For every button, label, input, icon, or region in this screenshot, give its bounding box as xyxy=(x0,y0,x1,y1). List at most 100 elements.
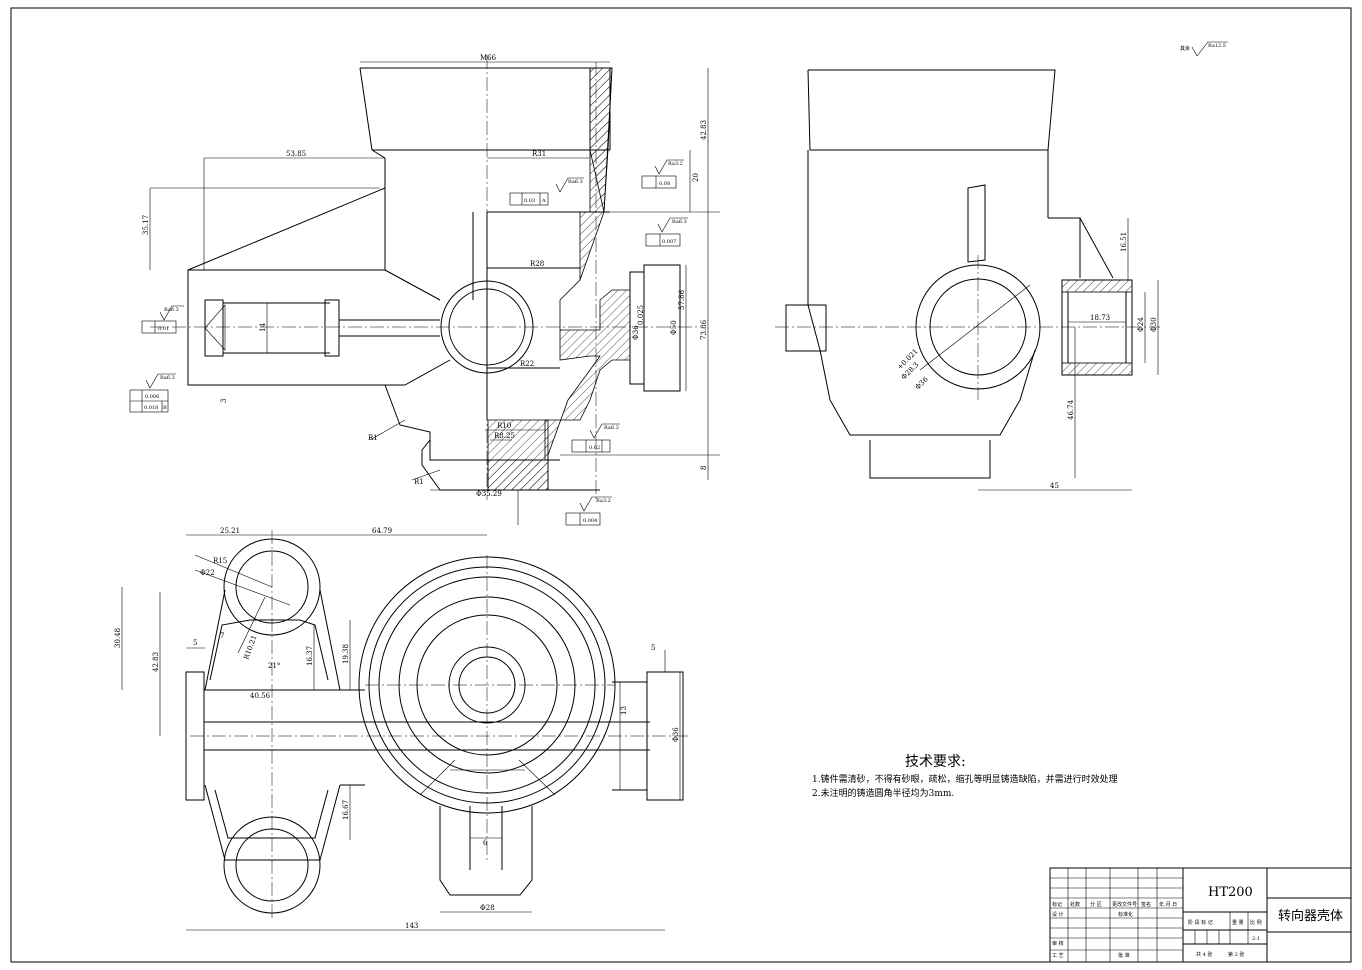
svg-text:14: 14 xyxy=(259,323,267,332)
fcf-6: 0.02 Ra6.3 xyxy=(571,423,620,453)
sheet-border xyxy=(10,7,1352,963)
svg-text:0.03: 0.03 xyxy=(524,198,535,204)
svg-text:其余: 其余 xyxy=(1180,45,1190,52)
part-name: 转向器壳体 xyxy=(1278,908,1343,924)
svg-text:46.74: 46.74 xyxy=(1067,399,1075,420)
svg-text:阶 段 标 记: 阶 段 标 记 xyxy=(1188,919,1213,926)
svg-text:73.86: 73.86 xyxy=(700,319,708,340)
svg-text:Φ50: Φ50 xyxy=(670,320,678,335)
svg-text:143: 143 xyxy=(405,922,418,930)
svg-text:Ra6.3: Ra6.3 xyxy=(164,307,179,313)
svg-text:R31: R31 xyxy=(532,150,546,158)
svg-text:16.51: 16.51 xyxy=(1120,232,1128,252)
svg-text:Φ35.29: Φ35.29 xyxy=(476,490,502,498)
fcf-4: 0.006 0.018 B Ra6.3 xyxy=(129,373,176,413)
svg-text:57.86: 57.86 xyxy=(678,289,686,310)
svg-text:标准化: 标准化 xyxy=(1118,911,1133,918)
svg-text:Ra3.2: Ra3.2 xyxy=(596,498,611,504)
fcf-7: 0.004 Ra3.2 xyxy=(565,496,612,526)
svg-text:分 区: 分 区 xyxy=(1090,901,1102,908)
tech-req-item-2: 2.未注明的铸造圆角半径均为3mm. xyxy=(812,787,954,799)
svg-text:13: 13 xyxy=(620,706,628,715)
svg-text:重 量: 重 量 xyxy=(1232,919,1244,926)
svg-text:42.83: 42.83 xyxy=(700,120,708,140)
fcf-5: 0.03 A Ra6.3 xyxy=(509,177,584,206)
svg-text:40.56: 40.56 xyxy=(250,692,271,700)
svg-text:R15: R15 xyxy=(213,557,227,565)
fcf-1: 0.01 Ra6.3 xyxy=(141,305,184,334)
svg-text:R1: R1 xyxy=(414,478,424,486)
svg-text:0.01: 0.01 xyxy=(158,326,169,332)
svg-text:M66: M66 xyxy=(480,54,497,62)
fcf-3: 0.007 Ra6.3 xyxy=(645,217,688,247)
svg-text:Ra6.3: Ra6.3 xyxy=(160,375,175,381)
svg-text:批 准: 批 准 xyxy=(1118,952,1130,959)
svg-text:6: 6 xyxy=(483,839,488,847)
svg-text:0.004: 0.004 xyxy=(583,518,597,524)
svg-text:A: A xyxy=(541,198,546,204)
svg-text:16.37: 16.37 xyxy=(306,646,314,666)
svg-text:5: 5 xyxy=(651,644,655,652)
svg-text:Φ30: Φ30 xyxy=(1150,317,1158,332)
material: HT200 xyxy=(1208,885,1253,900)
svg-text:Ra6.3: Ra6.3 xyxy=(568,179,583,185)
svg-text:0.02: 0.02 xyxy=(589,445,600,451)
side-view: 16.51 18.73 Φ24 Φ30 45 46.74 Φ28.3 Φ36 +… xyxy=(775,69,1160,491)
svg-text:Φ36: Φ36 xyxy=(632,325,640,340)
svg-text:处数: 处数 xyxy=(1070,901,1080,908)
svg-text:42.83: 42.83 xyxy=(152,652,160,672)
svg-text:工 艺: 工 艺 xyxy=(1052,953,1064,959)
svg-text:5: 5 xyxy=(193,639,197,647)
svg-text:签名: 签名 xyxy=(1141,901,1151,908)
technical-requirements: 技术要求: 1.铸件需清砂，不得有砂眼，疏松，缩孔等明显铸造缺陷，并需进行时效处… xyxy=(812,754,1118,799)
svg-text:年.月.日: 年.月.日 xyxy=(1159,901,1177,908)
svg-text:Ra12.5: Ra12.5 xyxy=(1208,43,1226,49)
svg-text:16.67: 16.67 xyxy=(342,800,350,820)
svg-text:标记: 标记 xyxy=(1052,901,1062,908)
svg-text:3: 3 xyxy=(220,399,228,403)
svg-text:比 例: 比 例 xyxy=(1250,919,1262,926)
svg-text:0.007: 0.007 xyxy=(662,239,676,245)
tech-req-item-1: 1.铸件需清砂，不得有砂眼，疏松，缩孔等明显铸造缺陷，并需进行时效处理 xyxy=(812,773,1118,785)
fcf-2: 0.08 Ra3.2 xyxy=(641,159,684,189)
top-view: 25.21 64.79 R15 Φ22 30.48 42.83 R10.21 5… xyxy=(114,527,690,931)
svg-text:25.21: 25.21 xyxy=(220,527,240,535)
svg-text:Φ28: Φ28 xyxy=(480,904,495,912)
svg-text:更改文件号: 更改文件号 xyxy=(1112,901,1137,908)
front-view: M66 53.85 35.17 R31 R28 R22 14 42.83 20 … xyxy=(129,54,720,526)
svg-text:45: 45 xyxy=(1050,482,1059,490)
svg-text:2:1: 2:1 xyxy=(1252,936,1260,942)
svg-text:Φ36: Φ36 xyxy=(672,727,680,742)
svg-text:19.38: 19.38 xyxy=(342,644,350,664)
svg-text:共 4 张: 共 4 张 xyxy=(1196,951,1212,958)
svg-text:0.08: 0.08 xyxy=(659,181,670,187)
svg-text:21°: 21° xyxy=(268,662,280,670)
svg-text:R22: R22 xyxy=(520,360,534,368)
svg-text:第 2 张: 第 2 张 xyxy=(1228,951,1244,958)
svg-text:0.025: 0.025 xyxy=(637,305,645,325)
svg-text:0.006: 0.006 xyxy=(145,394,159,400)
svg-text:64.79: 64.79 xyxy=(372,527,392,535)
svg-text:7: 7 xyxy=(220,632,224,640)
svg-text:53.85: 53.85 xyxy=(286,150,306,158)
svg-text:R10: R10 xyxy=(497,422,511,430)
title-block: 标记 处数 分 区 更改文件号 签名 年.月.日 设 计 标准化 审 核 工 艺… xyxy=(1049,867,1352,963)
svg-text:35.17: 35.17 xyxy=(142,215,150,235)
svg-text:Ra6.3: Ra6.3 xyxy=(672,219,687,225)
svg-text:Ra6.3: Ra6.3 xyxy=(604,425,619,431)
svg-text:20: 20 xyxy=(692,173,700,182)
svg-text:18.73: 18.73 xyxy=(1090,314,1110,322)
svg-text:R10.21: R10.21 xyxy=(242,634,258,661)
svg-text:Φ36: Φ36 xyxy=(914,375,930,391)
svg-text:0.018: 0.018 xyxy=(144,405,158,411)
svg-text:Φ24: Φ24 xyxy=(1137,317,1145,332)
svg-text:审 核: 审 核 xyxy=(1052,940,1064,947)
svg-text:设 计: 设 计 xyxy=(1052,911,1064,918)
svg-text:R1: R1 xyxy=(368,434,378,442)
tech-req-heading: 技术要求: xyxy=(905,754,966,770)
svg-text:30.48: 30.48 xyxy=(114,628,122,648)
surface-finish-note: 其余 Ra12.5 xyxy=(1180,41,1228,57)
svg-text:B: B xyxy=(163,405,167,411)
svg-text:R28: R28 xyxy=(530,260,544,268)
